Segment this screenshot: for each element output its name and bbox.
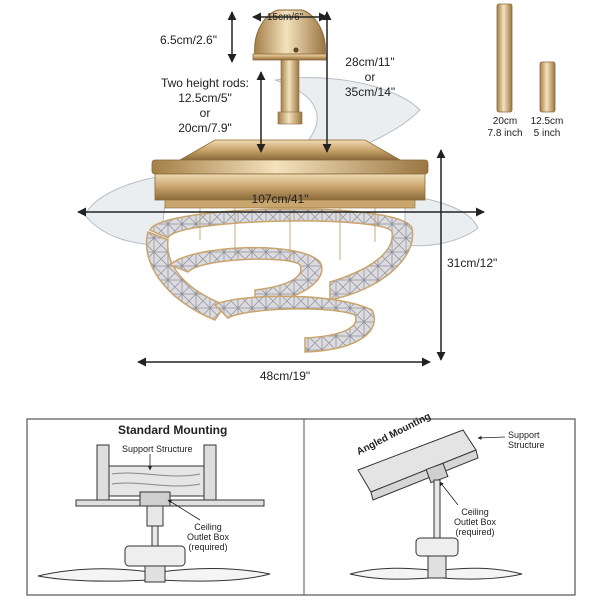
drop-short-label: 28cm/11" [345, 55, 395, 69]
rod-short [539, 61, 556, 113]
angled-support-label-1: Support [508, 430, 540, 440]
drop-or-label: or [364, 70, 376, 84]
mounting-panel-frame [26, 418, 576, 596]
dimension-lines [77, 11, 485, 367]
standard-outlet-label-2: Outlet Box [186, 532, 230, 542]
crystal-ring-bottom [213, 295, 376, 353]
overall-height-label: 31cm/12" [447, 256, 498, 270]
angled-outlet-label-2: Outlet Box [453, 517, 497, 527]
standard-support-label: Support Structure [122, 444, 193, 454]
fan-blade-top [274, 77, 421, 151]
drop-long-label: 35cm/14" [344, 85, 396, 99]
height-rod-long-label: 20cm/7.9" [178, 121, 232, 135]
standard-outlet-label-1: Ceiling [194, 522, 222, 532]
height-rods-title: Two height rods: [160, 76, 250, 90]
rod-long [496, 3, 513, 113]
rod-long-in-label: 7.8 inch [487, 128, 523, 139]
canopy-height-label: 6.5cm/2.6" [160, 33, 217, 47]
height-rod-short-label: 12.5cm/5" [178, 91, 232, 105]
blade-span-label: 107cm/41" [251, 192, 309, 206]
angled-outlet-label-1: Ceiling [461, 507, 489, 517]
angled-outlet-label-3: (required) [455, 527, 495, 537]
extension-rods [496, 3, 556, 113]
mounting-panels [26, 418, 576, 596]
standard-mounting-title: Standard Mounting [118, 423, 228, 437]
downrod [277, 59, 303, 125]
rod-long-cm-label: 20cm [492, 116, 518, 127]
canopy-width-label: 15cm/6" [266, 12, 304, 23]
rod-short-cm-label: 12.5cm [530, 116, 564, 127]
angled-mounting-diagram [349, 429, 523, 580]
standard-outlet-label-3: (required) [188, 542, 228, 552]
body-width-label: 48cm/19" [259, 369, 311, 383]
angled-support-label-2: Structure [508, 440, 545, 450]
motor-housing [151, 139, 429, 209]
rod-short-in-label: 5 inch [533, 128, 561, 139]
crystal-chandelier [145, 208, 414, 353]
height-rod-or-label: or [199, 106, 211, 120]
crystal-ring-left [145, 230, 227, 321]
